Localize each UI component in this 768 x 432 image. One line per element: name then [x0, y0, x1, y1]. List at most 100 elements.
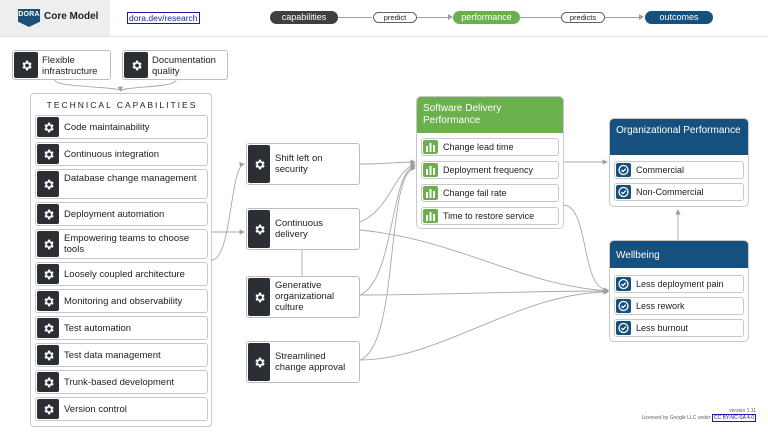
wellbeing-item: Less deployment pain [614, 275, 744, 293]
wellbeing-item-label: Less rework [636, 301, 685, 311]
tech-capability-item: Continuous integration [35, 142, 208, 166]
software-delivery-title: Software Delivery Performance [417, 97, 563, 133]
gear-icon [37, 171, 59, 197]
tech-capability-item: Test automation [35, 316, 208, 340]
tech-capability-label: Loosely coupled architecture [64, 269, 185, 280]
delivery-metric: Time to restore service [421, 207, 559, 225]
tech-capability-label: Continuous integration [64, 149, 160, 160]
wellbeing-item: Less rework [614, 297, 744, 315]
gear-icon [248, 278, 270, 316]
capability-flexible-infrastructure: Flexible infrastructure [12, 50, 111, 80]
tech-capability-item: Version control [35, 397, 208, 421]
flow-predict: predict [373, 12, 417, 23]
gear-icon [248, 343, 270, 381]
bar-chart-icon [423, 140, 438, 154]
gear-icon [37, 318, 59, 338]
flow-connector [338, 17, 372, 18]
tech-capability-label: Trunk-based development [64, 377, 175, 388]
brand-area: DORA Core Model [0, 0, 110, 36]
check-circle-icon [616, 277, 631, 291]
gear-icon [37, 372, 59, 392]
bar-chart-icon [423, 163, 438, 177]
license-text: Licensed by Google LLC under CC BY-NC-SA… [641, 414, 756, 422]
flow-performance: performance [453, 11, 520, 24]
capability-documentation-quality: Documentation quality [122, 50, 228, 80]
flow-predicts: predicts [561, 12, 605, 23]
brand-title: Core Model [44, 11, 99, 22]
organizational-item: Commercial [614, 161, 744, 179]
gear-icon [14, 52, 38, 78]
tech-capability-label: Code maintainability [64, 122, 150, 133]
tech-capability-label: Database change management [64, 173, 197, 184]
gear-icon [37, 204, 59, 224]
flow-arrowhead [639, 14, 644, 20]
capability-shift-left-on-security: Shift left on security [246, 143, 360, 185]
gear-icon [37, 291, 59, 311]
tech-capability-item: Trunk-based development [35, 370, 208, 394]
check-circle-icon [616, 321, 631, 335]
capability-label: Shift left on security [275, 153, 323, 175]
capability-generative-culture: Generative organizational culture [246, 276, 360, 318]
capability-label: Flexible infrastructure [42, 55, 98, 77]
organizational-item: Non-Commercial [614, 183, 744, 201]
gear-icon [37, 117, 59, 137]
technical-capabilities-panel: TECHNICAL CAPABILITIES Code maintainabil… [30, 93, 212, 427]
delivery-metric-label: Time to restore service [443, 211, 535, 221]
tech-capability-item: Database change management [35, 169, 208, 199]
gear-icon [37, 345, 59, 365]
version-text: version 1.11 [729, 408, 756, 414]
gear-icon [124, 52, 148, 78]
delivery-metric-label: Change fail rate [443, 188, 507, 198]
flow-connector [605, 17, 640, 18]
wellbeing-item-label: Less burnout [636, 323, 689, 333]
organizational-title: Organizational Performance [610, 119, 748, 155]
tech-capability-item: Monitoring and observability [35, 289, 208, 313]
capability-label: Documentation quality [152, 55, 216, 77]
tech-capability-label: Test automation [64, 323, 132, 334]
tech-capability-item: Loosely coupled architecture [35, 262, 208, 286]
tech-capability-label: Monitoring and observability [64, 296, 183, 307]
gear-icon [248, 145, 270, 183]
delivery-metric-label: Deployment frequency [443, 165, 534, 175]
header: DORA Core Model dora.dev/research capabi… [0, 0, 768, 36]
tech-capability-item: Test data management [35, 343, 208, 367]
bar-chart-icon [423, 186, 438, 200]
tech-capability-item: Code maintainability [35, 115, 208, 139]
flow-outcomes: outcomes [645, 11, 713, 24]
capability-streamlined-change-approval: Streamlined change approval [246, 341, 360, 383]
delivery-metric: Change lead time [421, 138, 559, 156]
flow-connector [520, 17, 561, 18]
research-link[interactable]: dora.dev/research [127, 12, 200, 24]
organizational-item-label: Commercial [636, 165, 685, 175]
gear-icon [248, 210, 270, 248]
software-delivery-panel: Software Delivery Performance Change lea… [416, 96, 564, 229]
wellbeing-item: Less burnout [614, 319, 744, 337]
check-circle-icon [616, 299, 631, 313]
license-prefix: Licensed by Google LLC under [641, 415, 711, 421]
tech-capability-item: Empowering teams to choose tools [35, 229, 208, 259]
capability-continuous-delivery: Continuous delivery [246, 208, 360, 250]
capability-label: Continuous delivery [275, 218, 324, 240]
bar-chart-icon [423, 209, 438, 223]
flow-capabilities: capabilities [270, 11, 338, 24]
gear-icon [37, 231, 59, 257]
delivery-metric: Deployment frequency [421, 161, 559, 179]
tech-capability-label: Test data management [64, 350, 161, 361]
check-circle-icon [616, 163, 631, 177]
dora-logo: DORA [18, 9, 40, 27]
gear-icon [37, 399, 59, 419]
wellbeing-item-label: Less deployment pain [636, 279, 724, 289]
check-circle-icon [616, 185, 631, 199]
flow-connector [417, 17, 449, 18]
header-divider [0, 36, 768, 37]
license-link[interactable]: CC BY-NC-SA 4.0 [711, 414, 756, 422]
flow-arrowhead [448, 14, 453, 20]
technical-capabilities-title: TECHNICAL CAPABILITIES [46, 100, 198, 110]
gear-icon [37, 264, 59, 284]
wellbeing-title: Wellbeing [610, 241, 748, 268]
capability-label: Generative organizational culture [275, 280, 335, 313]
tech-capability-label: Version control [64, 404, 127, 415]
tech-capability-label: Empowering teams to choose tools [64, 233, 190, 255]
